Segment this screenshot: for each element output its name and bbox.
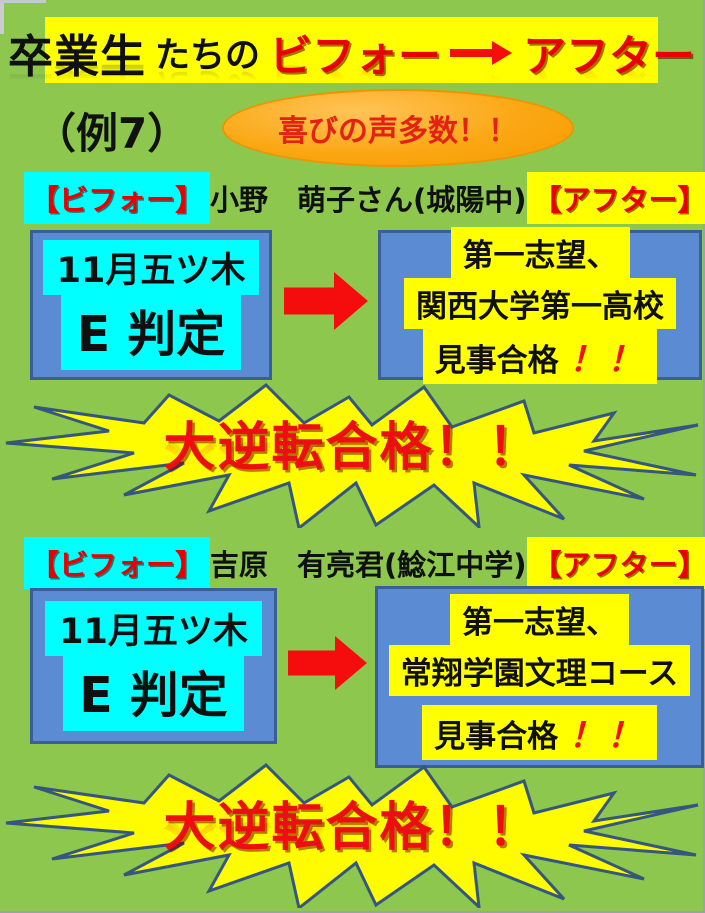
title-banner: 卒業生たちの ビフォー アフター bbox=[8, 17, 695, 83]
window-edge-right bbox=[703, 0, 705, 913]
title-text-row: 卒業生たちの ビフォー アフター bbox=[8, 17, 695, 85]
title-after-word: アフター bbox=[523, 31, 696, 82]
result-bang: ！！ bbox=[569, 339, 646, 380]
title-suffix: たちの bbox=[155, 36, 261, 76]
explosion-burst: 大逆転合格！！ bbox=[4, 763, 701, 908]
after-box-result: 見事合格 ！！ bbox=[422, 328, 658, 384]
before-box-line2: E 判定 bbox=[60, 295, 242, 370]
example-label: （例7） bbox=[34, 109, 190, 158]
right-arrow-icon bbox=[284, 272, 368, 330]
before-tag: 【ビフォー】 bbox=[24, 537, 211, 589]
title-before-word: ビフォー bbox=[269, 31, 442, 82]
after-box-line1: 第一志望、 bbox=[450, 594, 629, 645]
joy-badge: 喜びの声多数！！ bbox=[222, 89, 574, 167]
after-tag: 【アフター】 bbox=[526, 172, 705, 224]
result-bang: ！！ bbox=[568, 716, 645, 756]
after-box-line1: 第一志望、 bbox=[450, 226, 630, 278]
right-arrow-icon bbox=[288, 636, 367, 690]
section2-label-row: 【ビフォー】 吉原 有亮君(鯰江中学) 【アフター】 bbox=[24, 537, 705, 589]
student-name: 小野 萌子さん(城陽中) bbox=[210, 183, 527, 217]
student-name: 吉原 有亮君(鯰江中学) bbox=[210, 548, 527, 582]
explosion-icon bbox=[5, 383, 699, 528]
result-text: 見事合格 bbox=[434, 342, 559, 379]
after-box: 第一志望、 関西大学第一高校 見事合格 ！！ bbox=[378, 226, 702, 384]
result-text: 見事合格 bbox=[434, 719, 559, 755]
title-graduates: 卒業生 bbox=[7, 30, 146, 83]
burst-text: 大逆転合格！！ bbox=[163, 418, 542, 478]
before-box-line2: E 判定 bbox=[63, 656, 244, 731]
right-arrow-icon bbox=[450, 40, 513, 65]
window-edge-strip bbox=[0, 0, 4, 34]
after-box-line2: 常翔学園文理コース bbox=[388, 645, 691, 696]
explosion-burst: 大逆転合格！！ bbox=[4, 383, 701, 528]
window-edge-bottom bbox=[0, 911, 705, 913]
section1-label-row: 【ビフォー】 小野 萌子さん(城陽中) 【アフター】 bbox=[24, 172, 705, 224]
before-box: 11月五ツ木 E 判定 bbox=[30, 588, 277, 744]
before-box-line1: 11月五ツ木 bbox=[45, 601, 262, 656]
after-box: 第一志望、 常翔学園文理コース 見事合格 ！！ bbox=[375, 586, 704, 768]
after-tag: 【アフター】 bbox=[526, 537, 705, 589]
explosion-icon bbox=[5, 763, 699, 908]
before-box: 11月五ツ木 E 判定 bbox=[30, 230, 272, 380]
window-edge-top bbox=[0, 0, 46, 3]
joy-badge-text: 喜びの声多数！！ bbox=[278, 114, 518, 149]
after-box-line2: 関西大学第一高校 bbox=[404, 277, 676, 329]
after-box-result: 見事合格 ！！ bbox=[422, 705, 657, 760]
before-tag: 【ビフォー】 bbox=[24, 172, 211, 224]
before-box-line1: 11月五ツ木 bbox=[42, 240, 260, 295]
burst-text: 大逆転合格！！ bbox=[163, 798, 542, 858]
